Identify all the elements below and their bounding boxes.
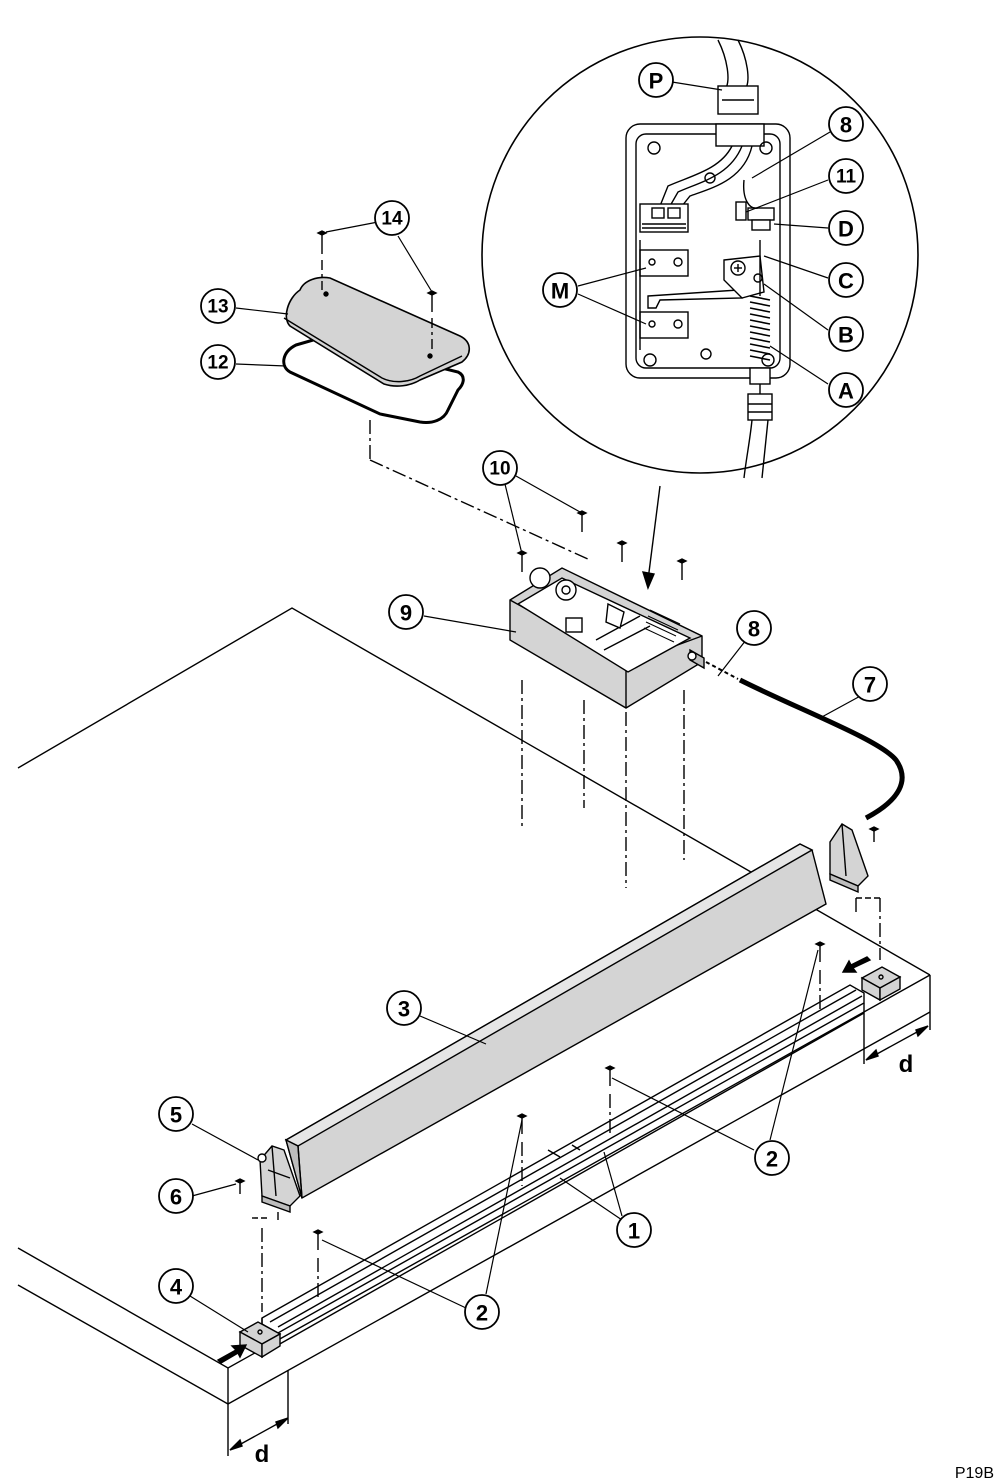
callout-5: 5 [170,1103,182,1128]
end-bracket-left [252,1145,301,1312]
dimension-label-left: d [255,1441,270,1468]
rail-part-1 [261,984,865,1346]
screw-rail-mid-right [604,1065,616,1134]
callout-12: 12 [207,353,228,374]
callout-4: 4 [170,1275,183,1300]
screw-part-6 [234,1178,246,1194]
switch-box-part-9 [509,567,705,709]
callout-8: 8 [748,617,760,642]
callout-detail-A: A [838,379,854,404]
leader-lines [189,81,865,1333]
screws-part-14 [316,230,438,352]
callout-2-bottom: 2 [476,1301,488,1326]
cable-part-7 [705,661,905,821]
callout-13: 13 [207,297,228,318]
dimension-label-right: d [899,1051,914,1078]
end-block-right [860,966,902,1002]
arrow-right [841,956,872,973]
callout-14: 14 [381,209,403,230]
callout-detail-11: 11 [836,167,857,188]
end-block-left [238,1321,282,1359]
screw-bracket-right [868,826,880,842]
screw-rail-right [814,941,826,1012]
callout-3: 3 [398,997,410,1022]
beam-part-3 [284,843,827,1200]
base-board [17,607,931,1405]
centerlines-box [369,420,685,888]
callout-detail-M: M [551,279,569,304]
callout-circles [158,62,888,1330]
callout-7: 7 [864,673,876,698]
callout-10: 10 [489,459,510,480]
screw-rail-mid-left [516,1113,528,1186]
screw-rail-left [312,1229,324,1300]
figure-code: P19B [955,1465,994,1482]
screws-part-10 [516,510,688,580]
callout-2-right: 2 [766,1147,778,1172]
detail-switch-interior [625,39,791,479]
callout-6: 6 [170,1185,182,1210]
callout-detail-P: P [649,69,664,94]
dimension-d-left [227,1370,289,1456]
arrow-left [216,1344,248,1364]
end-bracket-right [829,823,881,960]
callout-9: 9 [400,601,412,626]
callout-detail-B: B [838,323,854,348]
callout-detail-C: C [838,269,854,294]
gasket-part-12 [282,336,465,424]
callout-detail-8: 8 [840,113,852,138]
cover-part-13 [283,276,471,387]
detail-pointer-arrow [641,485,661,591]
callout-1: 1 [628,1219,640,1244]
callout-detail-D: D [838,217,854,242]
dimension-d-right [863,1012,931,1064]
